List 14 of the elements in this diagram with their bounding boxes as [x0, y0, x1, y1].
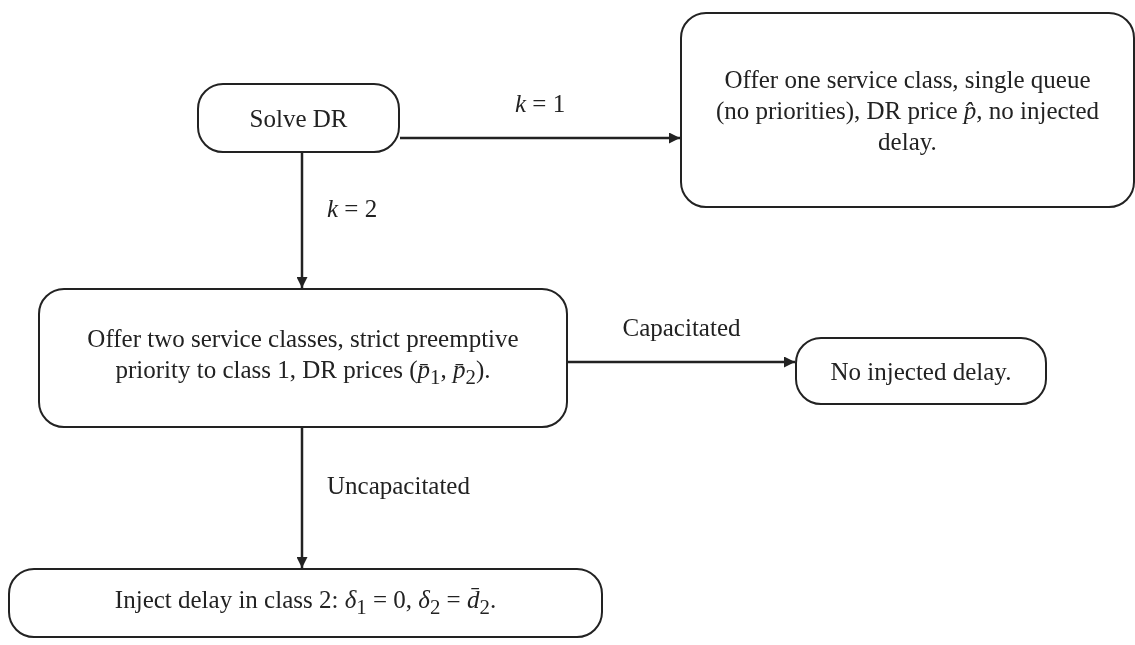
outcome-box [795, 337, 1047, 405]
node-text: Solve DR [249, 103, 348, 134]
node-text: Inject delay in class 2: δ$_{1}$ = 0, δ$_{2}$ = d̄$_{2}$. [114, 584, 497, 621]
node-text: Offer one service class, single queue (no priorities), DR price p̂, no injected delay. [714, 64, 1101, 157]
outcome-box [680, 12, 1135, 208]
outcome-box [8, 568, 603, 638]
node-text: Offer two service classes, strict preemptive priority to class 1, DR prices (p̄$_{1}$, p̄$_{2}$). [86, 324, 520, 391]
arrow [400, 132, 680, 144]
process-box [197, 83, 400, 153]
process-box [38, 288, 568, 428]
node-text: No injected delay. [830, 356, 1012, 387]
arrow [568, 356, 795, 368]
arrow [296, 428, 308, 568]
arrow [296, 153, 308, 288]
